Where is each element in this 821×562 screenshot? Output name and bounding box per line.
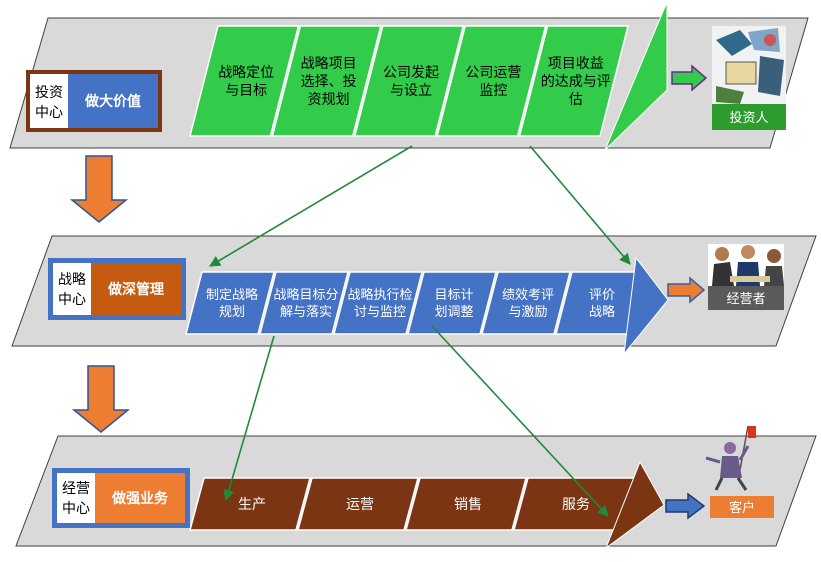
level2-actor-label: 经营者: [726, 292, 765, 307]
level2-step-label: 解与落实: [280, 305, 332, 320]
level1-step-label: 监控: [479, 83, 507, 99]
level1-end-arrow: [604, 1, 668, 151]
connector-arrow: [431, 325, 609, 517]
level2-step-label: 战略目标分: [273, 287, 338, 303]
level2-step-chevron: [481, 271, 571, 335]
connector-arrow: [529, 145, 631, 265]
level2-step-label: 规划: [219, 305, 245, 320]
level3-center-line1: 经营: [62, 481, 90, 497]
level2-value-label: 做深管理: [107, 281, 164, 298]
level1-actor-label: 投资人: [729, 110, 768, 126]
level2-step-chevron: [185, 271, 275, 335]
level3-center-label: 经营 中心 做强业务: [52, 468, 190, 528]
level1-center-label: 投资 中心 做大价值: [26, 70, 162, 132]
level3-end-arrow: [604, 460, 665, 550]
level1-value-label: 做大价值: [84, 93, 141, 110]
level1-step-label: 公司运营: [465, 65, 521, 81]
level2-step-chevron: [407, 271, 497, 335]
down-arrow-2: [71, 365, 131, 433]
level2-end-arrow: [623, 256, 669, 356]
level3-step-label: 服务: [562, 497, 590, 513]
connector-arrow: [223, 335, 275, 502]
level1-center-line2: 中心: [35, 105, 63, 121]
level1-step-chevron: [189, 25, 300, 137]
level1-step-label: 战略定位: [218, 65, 274, 81]
level2-center-line2: 中心: [58, 292, 86, 308]
connector-arrow: [209, 145, 413, 267]
level1-step-label: 的达成与评: [541, 74, 611, 90]
level1-step-label: 项目收益: [548, 56, 604, 72]
level1-step-label: 与目标: [225, 83, 267, 99]
level1-step-label: 估: [569, 92, 583, 108]
level2-step-label: 划调整: [434, 305, 473, 320]
level3-process-chevrons: 生产 运营 销售 服务: [189, 477, 635, 531]
level1-step-label: 公司发起: [383, 65, 439, 81]
level1-step-label: 与设立: [390, 83, 432, 99]
level2-center-label: 战略 中心 做深管理: [48, 258, 186, 320]
level2-step-label: 绩效考评: [502, 288, 554, 303]
level1-actor-box: [712, 104, 786, 130]
level2-center-line1: 战略: [58, 272, 86, 288]
level1-actor-arrow: [671, 64, 708, 92]
level2-actor-arrow: [667, 276, 706, 304]
down-arrow-1: [69, 155, 129, 223]
level2-step-label: 战略: [589, 304, 615, 320]
level3-step-chevron: [189, 477, 311, 531]
level1-step-label: 战略项目: [301, 56, 357, 72]
customer-figure-icon: [705, 425, 756, 491]
investor-clipart-icon: [712, 26, 786, 104]
business-meeting-icon: [708, 244, 784, 288]
level1-step-chevron: [436, 25, 547, 137]
level2-step-label: 讨与监控: [354, 305, 406, 320]
level2-step-label: 评价: [589, 288, 615, 303]
level2-step-label: 战略执行检: [347, 287, 412, 303]
level3-center-line2: 中心: [62, 501, 90, 517]
level3-value-label: 做强业务: [111, 490, 169, 507]
level2-step-label: 与激励: [508, 305, 547, 320]
level3-actor-arrow: [665, 492, 706, 520]
level1-step-chevron: [271, 25, 382, 137]
level2-actor-box: [708, 286, 784, 310]
level2-step-label: 目标计: [434, 288, 473, 303]
level3-actor-label: 客户: [729, 500, 755, 516]
level2-step-label: 制定战略: [206, 287, 258, 303]
level1-step-label: 选择、投: [301, 74, 357, 90]
level2-step-chevron: [333, 271, 423, 335]
level3-step-label: 生产: [238, 497, 266, 513]
level3-step-chevron: [297, 477, 419, 531]
level3-step-label: 销售: [454, 497, 482, 513]
level3-actor-box: [710, 496, 774, 518]
level1-step-chevron: [518, 25, 629, 137]
level1-step-label: 资规划: [308, 92, 350, 108]
level3-step-label: 运营: [346, 497, 374, 513]
level1-step-chevron: [353, 25, 465, 137]
level2-step-chevron: [259, 271, 349, 335]
level1-center-line1: 投资: [35, 85, 63, 101]
level3-step-chevron: [405, 477, 527, 531]
